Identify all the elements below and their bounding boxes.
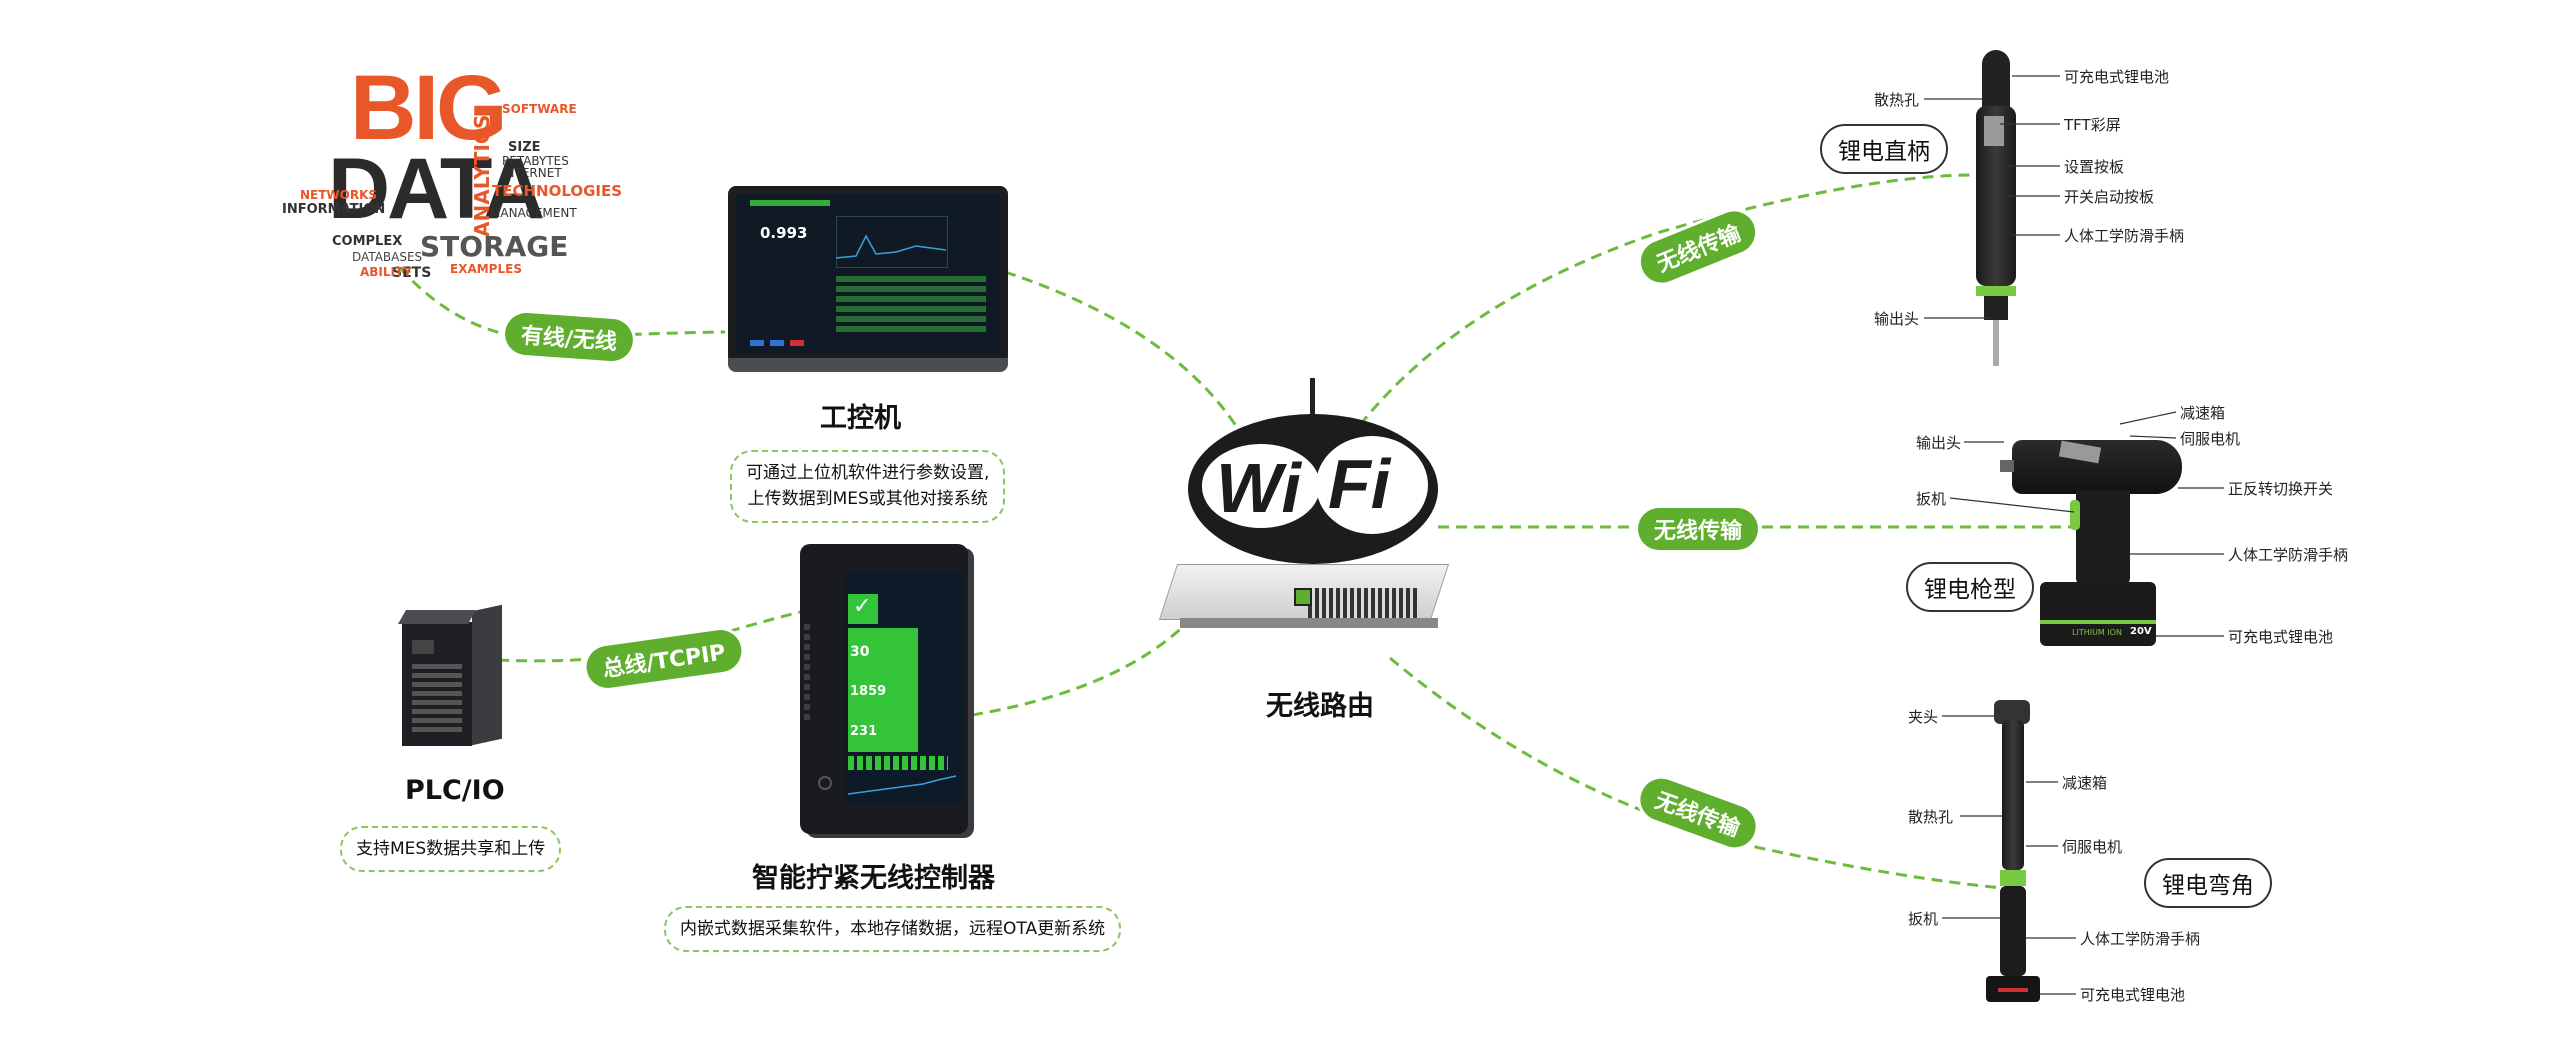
straight-callout-settings: 设置按板: [2064, 158, 2125, 176]
angle-callout-chuck: 夹头: [1908, 708, 1939, 726]
bigdata-word-storage: STORAGE: [420, 230, 569, 263]
angle-callout-grip: 人体工学防滑手柄: [2080, 930, 2201, 948]
controller-screen: ✓ 30 1859 231: [846, 572, 964, 804]
bigdata-word-internet: INTERNET: [502, 166, 562, 180]
straight-callout-grip: 人体工学防滑手柄: [2064, 227, 2185, 245]
line-plc-controller: [497, 610, 801, 663]
bigdata-word-management: MANAGEMENT: [490, 206, 577, 220]
angle-callout-battery: 可充电式锂电池: [2080, 986, 2186, 1004]
bigdata-cloud: BIG DATA ANALYTICS STORAGE TECHNOLOGIES …: [240, 57, 622, 292]
straight-callout-output: 输出头: [1874, 310, 1920, 328]
controller-title: 智能拧紧无线控制器: [752, 863, 995, 894]
line-router-straight: [1358, 173, 1976, 426]
straight-callout-switch: 开关启动按板: [2064, 188, 2155, 206]
label-router-pistol: 无线传输: [1638, 508, 1759, 550]
ipc-note-line-2: 上传数据到MES或其他对接系统: [747, 489, 988, 510]
bigdata-data-word: DATA: [328, 141, 545, 237]
bigdata-word-ability: ABILITY: [360, 265, 412, 279]
ipc-screen-value: 0.993: [760, 224, 808, 242]
straight-tool-bubble: 锂电直柄: [1820, 124, 1948, 174]
line-ipc-router: [1004, 270, 1247, 441]
bigdata-word-networks: NETWORKS: [300, 188, 378, 202]
bigdata-word-petabytes: PETABYTES: [502, 154, 569, 168]
controller-value-2: 1859: [850, 684, 887, 699]
bigdata-word-sets: SETS: [392, 265, 432, 281]
bigdata-word-examples: EXAMPLES: [450, 262, 522, 276]
angle-callout-trigger: 扳机: [1908, 910, 1939, 928]
plc-note: 支持MES数据共享和上传: [340, 826, 562, 873]
bigdata-word-complex: COMPLEX: [332, 234, 403, 249]
plc-device: [397, 600, 506, 750]
ipc-monitor: 0.993: [728, 186, 1008, 376]
pistol-callout-reverse: 正反转切换开关: [2228, 480, 2334, 498]
pistol-battery-voltage: 20V: [2130, 626, 2152, 637]
controller-note: 内嵌式数据采集软件，本地存储数据，远程OTA更新系统: [664, 906, 1122, 953]
pistol-callout-battery: 可充电式锂电池: [2228, 628, 2334, 646]
ipc-screen: 0.993: [736, 194, 1000, 354]
angle-callout-servo: 伺服电机: [2062, 838, 2123, 856]
pistol-callout-output: 输出头: [1916, 434, 1962, 452]
pistol-callout-gearbox: 减速箱: [2180, 404, 2226, 422]
pistol-callout-servo: 伺服电机: [2180, 430, 2241, 448]
pistol-tool-bubble: 锂电枪型: [1906, 562, 2034, 612]
router-title: 无线路由: [1266, 691, 1374, 722]
controller-device: ✓ 30 1859 231: [800, 544, 980, 836]
pistol-callout-trigger: 扳机: [1916, 490, 1947, 508]
ipc-note-line-1: 可通过上位机软件进行参数设置,: [746, 463, 990, 483]
angle-callout-vent: 散热孔: [1908, 808, 1954, 826]
bigdata-word-information: INFORMATION: [282, 202, 386, 217]
bigdata-word-technologies: TECHNOLOGIES: [492, 182, 623, 200]
controller-value-1: 30: [850, 644, 870, 660]
wifi-logo-wi: Wi: [1216, 449, 1301, 527]
pistol-callout-grip: 人体工学防滑手柄: [2228, 546, 2349, 564]
straight-callout-screen: TFT彩屏: [2064, 116, 2121, 134]
straight-tool: [1956, 50, 2016, 370]
line-router-angle: [1389, 656, 2003, 890]
ipc-note: 可通过上位机软件进行参数设置, 上传数据到MES或其他对接系统: [730, 450, 1006, 523]
bigdata-word-size: SIZE: [508, 140, 541, 155]
angle-callout-gearbox: 减速箱: [2062, 774, 2108, 792]
line-controller-router: [971, 618, 1192, 717]
plc-title: PLC/IO: [405, 775, 505, 806]
bigdata-word-databases: DATABASES: [352, 250, 423, 264]
angle-tool-bubble: 锂电弯角: [2144, 858, 2272, 908]
router-device: Wi Fi: [1158, 378, 1450, 658]
controller-value-3: 231: [850, 724, 878, 739]
bigdata-big-word: BIG: [350, 57, 508, 159]
straight-callout-vent: 散热孔: [1874, 91, 1920, 109]
pistol-battery-brand: LITHIUM ION: [2072, 628, 2123, 637]
wifi-logo-fi: Fi: [1328, 445, 1391, 523]
pistol-tool: LITHIUM ION 20V: [2000, 420, 2200, 652]
bigdata-word-software: SOFTWARE: [502, 102, 577, 116]
angle-tool: [1976, 700, 2046, 1004]
ipc-title: 工控机: [820, 403, 901, 434]
straight-callout-battery: 可充电式锂电池: [2064, 68, 2170, 86]
